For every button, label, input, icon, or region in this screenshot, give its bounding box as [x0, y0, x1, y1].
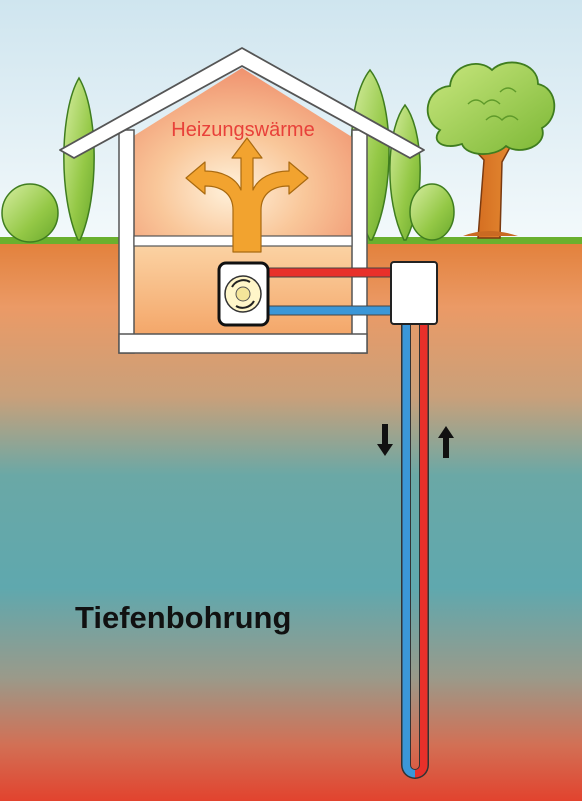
house-floor: [118, 333, 368, 354]
round-bush-icon: [1, 183, 59, 243]
return-pipe-horizontal: [265, 305, 393, 316]
distributor-box: [390, 261, 438, 325]
borehole-probe: [401, 322, 429, 779]
cypress-icon: [63, 76, 95, 241]
borehole-upflow-pipe: [415, 322, 428, 778]
heat-arrow-icon: [185, 137, 309, 253]
heat-pump-icon: [217, 261, 270, 327]
down-arrow-icon: [377, 424, 393, 456]
house: [59, 47, 425, 354]
house-wall-right: [351, 129, 368, 354]
round-bush-icon: [409, 183, 455, 241]
flow-pipe-horizontal: [265, 267, 393, 278]
left-shrubs: [1, 76, 95, 243]
borehole-label: Tiefenbohrung: [75, 600, 291, 635]
borehole-downflow-pipe: [402, 322, 415, 778]
flow-direction-icon: [377, 424, 454, 458]
house-wall-left: [118, 129, 135, 354]
heating-label: Heizungswärme: [171, 119, 314, 141]
tree-icon: [426, 61, 556, 239]
house-roof: [59, 47, 425, 159]
up-arrow-icon: [438, 426, 454, 458]
